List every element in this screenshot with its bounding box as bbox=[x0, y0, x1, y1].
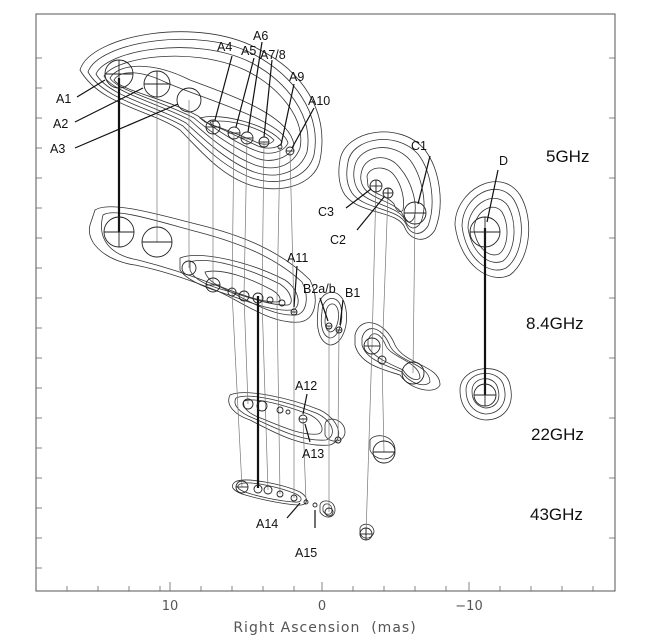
label-a78: A7/8 bbox=[260, 48, 286, 62]
comp-a78-8 bbox=[252, 292, 264, 304]
label-a10: A10 bbox=[308, 94, 330, 108]
label-a12: A12 bbox=[295, 379, 317, 393]
label-arrows bbox=[74, 41, 499, 528]
comp-a2-8 bbox=[141, 226, 173, 258]
comp-a3 bbox=[176, 87, 202, 113]
comp-22-c bbox=[372, 440, 396, 464]
comp-c1 bbox=[403, 201, 427, 225]
label-d: D bbox=[499, 154, 508, 168]
comp-a4 bbox=[205, 119, 221, 135]
label-a5: A5 bbox=[241, 44, 256, 58]
plot-frame bbox=[35, 13, 616, 592]
band-labels: 5GHz 8.4GHz 22GHz 43GHz bbox=[526, 147, 589, 524]
x-tick-10: 10 bbox=[162, 599, 179, 614]
comp-a15 bbox=[312, 502, 318, 508]
y-ticks bbox=[36, 57, 615, 569]
comp-22-b bbox=[334, 436, 342, 444]
comp-d-8 bbox=[473, 383, 497, 407]
comp-c2-8 bbox=[377, 355, 387, 365]
comp-22-3 bbox=[276, 406, 284, 414]
label-a14: A14 bbox=[256, 517, 278, 531]
label-c1: C1 bbox=[411, 139, 427, 153]
label-b1: B1 bbox=[345, 286, 360, 300]
comp-d bbox=[469, 216, 501, 248]
comp-a3-8 bbox=[181, 260, 197, 276]
comp-43-2 bbox=[253, 484, 263, 494]
comp-b1 bbox=[335, 326, 343, 334]
band-5ghz: 5GHz bbox=[546, 147, 589, 166]
comp-a12 bbox=[298, 414, 308, 424]
comp-43-6 bbox=[303, 499, 309, 505]
label-a6: A6 bbox=[253, 29, 268, 43]
label-c2: C2 bbox=[330, 233, 346, 247]
comp-a6-8 bbox=[238, 290, 250, 302]
comp-c3-8 bbox=[363, 337, 381, 355]
band-22ghz: 22GHz bbox=[531, 425, 584, 444]
comp-a10 bbox=[285, 146, 295, 156]
comp-a6 bbox=[240, 131, 254, 145]
comp-a9 bbox=[277, 144, 283, 150]
comp-a5-8 bbox=[227, 287, 237, 297]
contours-5ghz bbox=[79, 31, 530, 278]
comp-22-1 bbox=[242, 398, 254, 410]
contours-22ghz bbox=[228, 392, 396, 460]
comp-43-4 bbox=[276, 490, 284, 498]
comp-a4-8 bbox=[205, 277, 221, 293]
label-a13: A13 bbox=[302, 447, 324, 461]
comp-22-2 bbox=[256, 400, 268, 412]
comp-43-b bbox=[324, 507, 334, 517]
comp-b2ab bbox=[325, 322, 333, 330]
label-c3: C3 bbox=[318, 205, 334, 219]
components-43ghz bbox=[235, 480, 373, 541]
x-axis-title: Right Ascension (mas) bbox=[233, 620, 416, 636]
connector-lines bbox=[156, 84, 416, 535]
comp-a9-8 bbox=[266, 296, 274, 304]
comp-22-4 bbox=[285, 409, 291, 415]
label-b2ab: B2a/b bbox=[303, 282, 336, 296]
comp-a5 bbox=[227, 126, 241, 140]
component-labels: A1 A2 A3 A4 A5 A6 A7/8 A9 A10 C1 C3 C2 D… bbox=[50, 29, 508, 560]
components-22ghz bbox=[242, 398, 396, 464]
x-ticks bbox=[66, 582, 594, 591]
contours-8ghz bbox=[89, 206, 512, 421]
comp-43-c bbox=[359, 527, 373, 541]
band-8ghz: 8.4GHz bbox=[526, 314, 584, 333]
label-a9: A9 bbox=[289, 70, 304, 84]
x-tick-0: 0 bbox=[318, 599, 326, 614]
x-tick-minus10: −10 bbox=[455, 599, 482, 614]
comp-a11 bbox=[290, 308, 298, 316]
comp-a1-8 bbox=[103, 216, 135, 248]
label-a1: A1 bbox=[56, 92, 71, 106]
label-a11: A11 bbox=[287, 251, 308, 265]
label-a15: A15 bbox=[295, 546, 317, 560]
components-5ghz bbox=[104, 59, 501, 248]
comp-c2 bbox=[382, 187, 394, 199]
band-43ghz: 43GHz bbox=[530, 505, 583, 524]
label-a2: A2 bbox=[53, 117, 68, 131]
comp-43-3 bbox=[263, 485, 273, 495]
comp-43-1 bbox=[235, 480, 249, 494]
label-a4: A4 bbox=[217, 40, 232, 54]
comp-a10-8 bbox=[278, 299, 286, 307]
comp-c3 bbox=[369, 179, 383, 193]
comp-c1-8 bbox=[401, 361, 425, 385]
components-8ghz bbox=[103, 216, 497, 407]
comp-a14 bbox=[290, 494, 298, 502]
thick-lines bbox=[117, 78, 487, 488]
comp-a1 bbox=[104, 59, 134, 89]
label-a3: A3 bbox=[50, 142, 65, 156]
comp-a2 bbox=[143, 70, 171, 98]
